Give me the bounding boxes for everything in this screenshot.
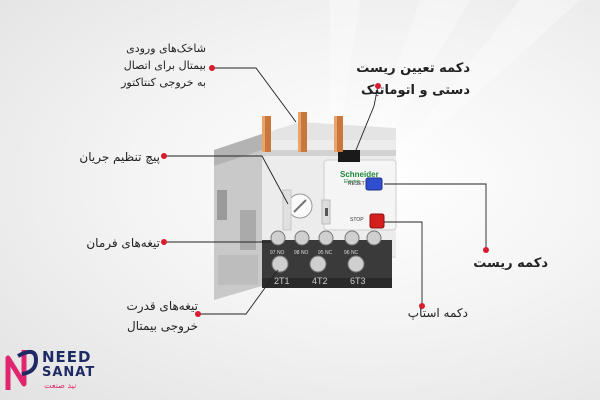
leader-lines <box>164 67 487 315</box>
output-blades-label: تیغه‌های قدرت خروجی بیمتال <box>74 296 198 336</box>
label-line: شاخک‌های ورودی <box>126 42 206 55</box>
copper-input-pins <box>262 112 343 152</box>
stop-button-label: دکمه استاپ <box>407 306 468 320</box>
label-line: دکمه تعیین ریست <box>356 61 470 76</box>
terminal-label: 2T1 <box>274 276 290 286</box>
label-line: به خروجی کنتاکتور <box>121 76 206 89</box>
label-line: تیغه‌های قدرت <box>126 299 198 313</box>
logo-line1: NEED <box>42 348 92 366</box>
needsanat-logo: NEED SANAT نید صنعت <box>4 346 124 396</box>
reset-set-label: دکمه تعیین ریست دستی و اتوماتیک <box>318 58 470 102</box>
overload-relay <box>262 122 397 288</box>
brand-sub: Electric <box>344 179 361 185</box>
reset-button-label: دکمه ریست <box>473 256 548 271</box>
command-blades-label: تیغه‌های فرمان <box>86 236 160 250</box>
reset-tag: RESET <box>348 181 365 187</box>
needsanat-logo-mark <box>5 349 39 390</box>
reset-button[interactable] <box>365 177 383 191</box>
contact-label: 96 NC <box>344 250 359 256</box>
contact-label: 98 NO <box>294 250 309 256</box>
contact-label: 95 NC <box>318 250 333 256</box>
logo-line2: SANAT <box>42 365 96 380</box>
brand-name: Schneider <box>340 170 379 179</box>
current-screw-label: پیچ تنظیم جریان <box>79 150 160 164</box>
logo-persian: نید صنعت <box>44 381 77 390</box>
stop-button[interactable] <box>369 213 385 229</box>
label-line: خروجی بیمتال <box>127 319 198 333</box>
terminal-label: 4T2 <box>312 276 328 286</box>
contactor-body <box>214 134 262 300</box>
input-blades-label: شاخک‌های ورودی بیمتال برای اتصال به خروج… <box>88 40 206 91</box>
label-line: دستی و اتوماتیک <box>361 83 470 98</box>
stop-tag: STOP <box>350 217 364 223</box>
leader-dots <box>161 65 489 317</box>
terminal-label: 6T3 <box>350 276 366 286</box>
contact-label: 97 NO <box>270 250 285 256</box>
label-line: بیمتال برای اتصال <box>123 59 206 72</box>
